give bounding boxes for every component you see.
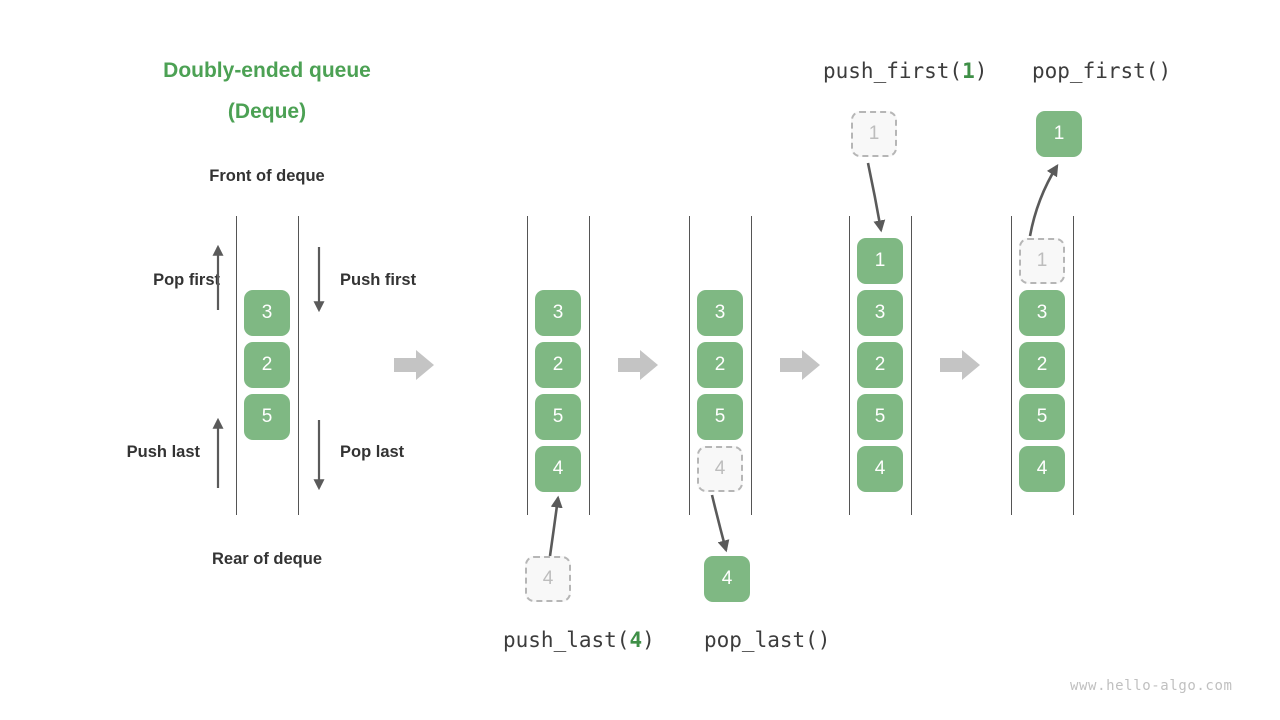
floating-cell-pop-last: 4 <box>704 556 750 602</box>
push-first-flow-arrow <box>866 162 886 233</box>
op-close: ) <box>974 59 988 83</box>
op-close: ) <box>1158 59 1172 83</box>
op-close: ) <box>817 628 831 652</box>
pop-last-label: Pop last <box>340 443 405 461</box>
front-of-deque-label: Front of deque <box>209 167 325 185</box>
push-last-flow-arrow <box>548 495 563 557</box>
floating-ghost-cell-push-first: 1 <box>851 111 897 157</box>
deque-cell-removed: 1 <box>1019 238 1065 284</box>
deque-stack-after-pop-first: 1 3 2 5 4 <box>1019 238 1065 492</box>
deque-rail-right-stage3 <box>751 216 753 515</box>
op-label-push-last: push_last(4) <box>503 628 655 652</box>
page-title-line2: (Deque) <box>227 100 307 123</box>
flow-arrow-3 <box>780 350 820 380</box>
op-name: pop_first( <box>1032 59 1159 83</box>
deque-cell: 3 <box>697 290 743 336</box>
deque-cell: 2 <box>857 342 903 388</box>
deque-stack-initial: 3 2 5 <box>244 290 290 440</box>
watermark: www.hello-algo.com <box>1070 678 1233 694</box>
op-name: push_last( <box>503 628 630 652</box>
deque-rail-right-stage2 <box>589 216 591 515</box>
deque-rail-left-stage4 <box>849 216 851 515</box>
op-name: pop_last( <box>704 628 818 652</box>
deque-cell: 2 <box>535 342 581 388</box>
deque-stack-after-push-first: 1 3 2 5 4 <box>857 238 903 492</box>
deque-rail-left-stage3 <box>689 216 691 515</box>
flow-arrow-1 <box>394 350 434 380</box>
deque-cell: 5 <box>857 394 903 440</box>
pop-first-label: Pop first <box>153 271 220 289</box>
deque-rail-left-stage2 <box>527 216 529 515</box>
pop-last-flow-arrow <box>710 494 730 553</box>
flow-arrow-2 <box>618 350 658 380</box>
deque-cell: 3 <box>244 290 290 336</box>
deque-stack-after-push-last: 3 2 5 4 <box>535 290 581 492</box>
deque-rail-right-stage5 <box>1073 216 1075 515</box>
deque-stack-after-pop-last: 3 2 5 4 <box>697 290 743 492</box>
deque-cell: 2 <box>697 342 743 388</box>
deque-cell: 3 <box>1019 290 1065 336</box>
deque-cell: 5 <box>697 394 743 440</box>
deque-cell: 2 <box>244 342 290 388</box>
flow-arrow-4 <box>940 350 980 380</box>
deque-cell: 3 <box>857 290 903 336</box>
deque-cell-new: 4 <box>535 446 581 492</box>
floating-cell-pop-first: 1 <box>1036 111 1082 157</box>
deque-cell: 5 <box>244 394 290 440</box>
op-name: push_first( <box>823 59 963 83</box>
deque-cell-removed: 4 <box>697 446 743 492</box>
push-last-label: Push last <box>126 443 200 461</box>
op-arg: 1 <box>962 59 975 83</box>
deque-cell: 4 <box>1019 446 1065 492</box>
op-arg: 4 <box>629 628 643 652</box>
page-title-line1: Doubly-ended queue <box>163 59 371 82</box>
op-label-pop-first: pop_first() <box>1032 59 1171 83</box>
deque-cell: 4 <box>857 446 903 492</box>
deque-rail-right-stage4 <box>911 216 913 515</box>
deque-cell: 5 <box>1019 394 1065 440</box>
deque-cell: 5 <box>535 394 581 440</box>
pop-first-flow-arrow <box>1028 163 1059 237</box>
op-label-pop-last: pop_last() <box>704 628 830 652</box>
deque-rail-right-schematic <box>298 216 300 515</box>
deque-cell: 2 <box>1019 342 1065 388</box>
schematic-thin-arrows <box>212 244 325 491</box>
op-label-push-first: push_first(1) <box>823 59 987 83</box>
rear-of-deque-label: Rear of deque <box>211 550 323 568</box>
op-close: ) <box>642 628 655 652</box>
deque-cell-new: 1 <box>857 238 903 284</box>
deque-cell: 3 <box>535 290 581 336</box>
deque-rail-left-schematic <box>236 216 238 515</box>
deque-rail-left-stage5 <box>1011 216 1013 515</box>
floating-ghost-cell-push-last: 4 <box>525 556 571 602</box>
push-first-label: Push first <box>340 271 417 289</box>
